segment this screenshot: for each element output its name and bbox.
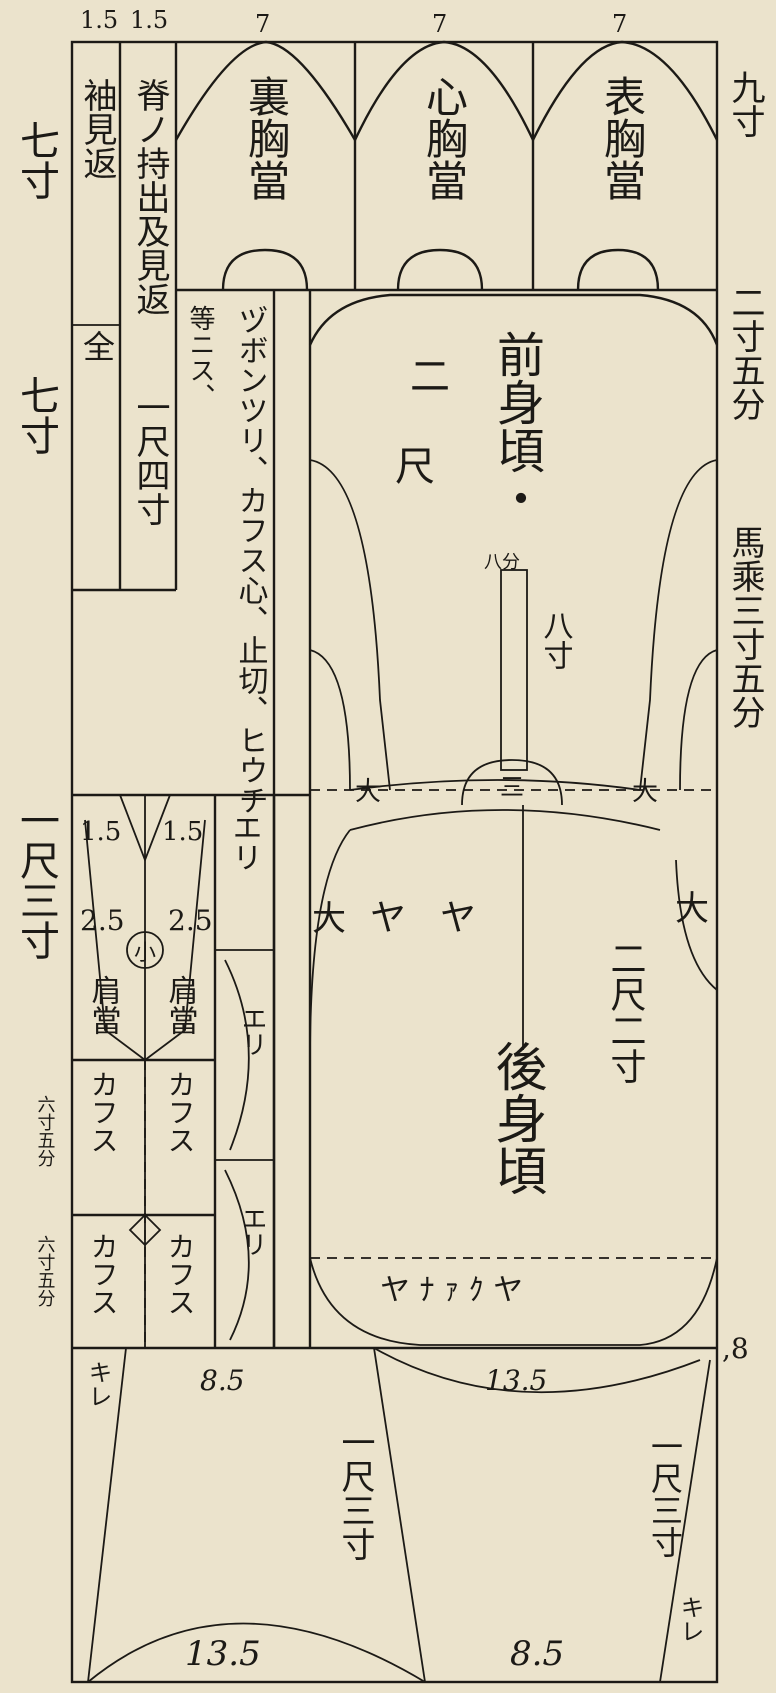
arch-ura [174, 40, 357, 141]
back-side-right [675, 859, 718, 991]
collar-2: エリ [237, 1005, 267, 1057]
back-yo2: ヤ [440, 898, 476, 939]
cuff-3: カフス [87, 1232, 120, 1316]
back-ta1: 大 [355, 777, 381, 807]
waist-curve-a [349, 779, 641, 791]
shoulder-notch [119, 794, 171, 863]
outer-frame [70, 40, 719, 1684]
front-body-top [308, 293, 719, 346]
cuff-1: カフス [87, 1070, 120, 1154]
collar-3: エリ [237, 1205, 267, 1257]
small-circle [126, 931, 164, 969]
collar-curve1 [224, 959, 250, 1151]
sekimi-label: 脊ノ持出及見返 [130, 78, 170, 316]
back-ta2: 大 [632, 777, 658, 807]
back-side-left [309, 829, 351, 1061]
isshaku-label: 一尺四寸 [130, 390, 170, 526]
b-kire1: キレ [84, 1360, 112, 1408]
diag-mid [373, 1347, 426, 1683]
kire-left-line [87, 1347, 127, 1683]
b-shaku2: 一尺三寸 [646, 1430, 684, 1558]
front-title: 前身頃・ [488, 330, 544, 522]
rm-nisun: 二寸五分 [725, 285, 765, 421]
rm-eight: ,8 [722, 1332, 749, 1365]
back-nishaku: 二尺二寸 [605, 940, 646, 1084]
lm-isshaku: 一尺三寸 [13, 800, 59, 960]
front-side-right [639, 459, 718, 791]
arch-shin [353, 40, 535, 141]
bump-shin [396, 248, 484, 291]
bottom-arc-left [87, 1622, 426, 1683]
arch-omote [531, 40, 719, 141]
center-placket [500, 569, 528, 771]
panel-ura: 裏胸當 [242, 75, 291, 201]
cuff-4: カフス [164, 1232, 197, 1316]
bump-ura [221, 248, 309, 291]
panel-omote: 表胸當 [598, 75, 647, 201]
kire-right-line [659, 1359, 711, 1683]
lm-roku2: 六寸五分 [35, 1235, 56, 1307]
sh-25a: 2.5 [80, 904, 125, 937]
zen-label: 全 [78, 330, 116, 362]
back-yo1: ヤ [370, 898, 406, 939]
lm-nana2: 七寸 [13, 375, 59, 455]
front-hachisun: 八寸 [538, 610, 574, 670]
front-hachibu: 八分 [484, 552, 520, 573]
hem-curve [309, 1257, 718, 1346]
top-num-1: 1.5 [80, 6, 118, 34]
note-line1: 等ニス、 [185, 305, 215, 409]
sodemi-label: 袖見返 [77, 78, 117, 180]
waist-curve-b [349, 809, 661, 831]
front-shaku: 尺 [395, 444, 435, 490]
back-ta3: 大 [312, 899, 346, 939]
b-shaku1: 一尺三寸 [335, 1425, 375, 1561]
collar-1: エリ [227, 812, 262, 872]
sh-15a: 1.5 [80, 817, 121, 847]
armhole-right [679, 649, 718, 791]
b-135a: 13.5 [485, 1364, 547, 1397]
back-title: 後身頃 [486, 1040, 546, 1196]
rm-bajo: 馬乘三寸五分 [725, 525, 765, 729]
sh-ko: 小 [134, 941, 156, 966]
b-135b: 13.5 [185, 1634, 261, 1674]
back-bottom-marks: ヤ ﾅ ｧ ｸ ヤ [380, 1273, 523, 1308]
front-side-left [309, 459, 391, 791]
bump-omote [576, 248, 660, 291]
sh-25b: 2.5 [168, 904, 213, 937]
lm-nana1: 七寸 [13, 120, 59, 200]
armhole-left [309, 649, 351, 791]
top-num-5: 7 [612, 10, 627, 38]
rm-kyu: 九寸 [725, 70, 765, 138]
lm-roku1: 六寸五分 [35, 1095, 56, 1167]
front-two: 二 [410, 354, 450, 400]
top-num-3: 7 [255, 10, 270, 38]
b-85a: 8.5 [200, 1364, 245, 1397]
cuff-diamond [128, 1213, 162, 1247]
sh-kata1: 肩當 [86, 975, 122, 1035]
b-85b: 8.5 [510, 1634, 564, 1674]
top-num-2: 1.5 [130, 6, 168, 34]
panel-shin: 心胸當 [420, 75, 469, 201]
sh-kata2: 肩當 [163, 975, 199, 1035]
back-ta4: 大 [675, 889, 709, 929]
bottom-arc-right [373, 1347, 701, 1394]
note-line2: ヅボンツリ、カフス心、止切、ヒウチ [233, 305, 269, 815]
cuff-2: カフス [164, 1070, 197, 1154]
collar-curve2 [224, 1169, 250, 1341]
top-num-4: 7 [432, 10, 447, 38]
sh-15b: 1.5 [162, 817, 203, 847]
front-san: 三 [500, 773, 524, 801]
b-kire2: キレ [676, 1595, 704, 1643]
